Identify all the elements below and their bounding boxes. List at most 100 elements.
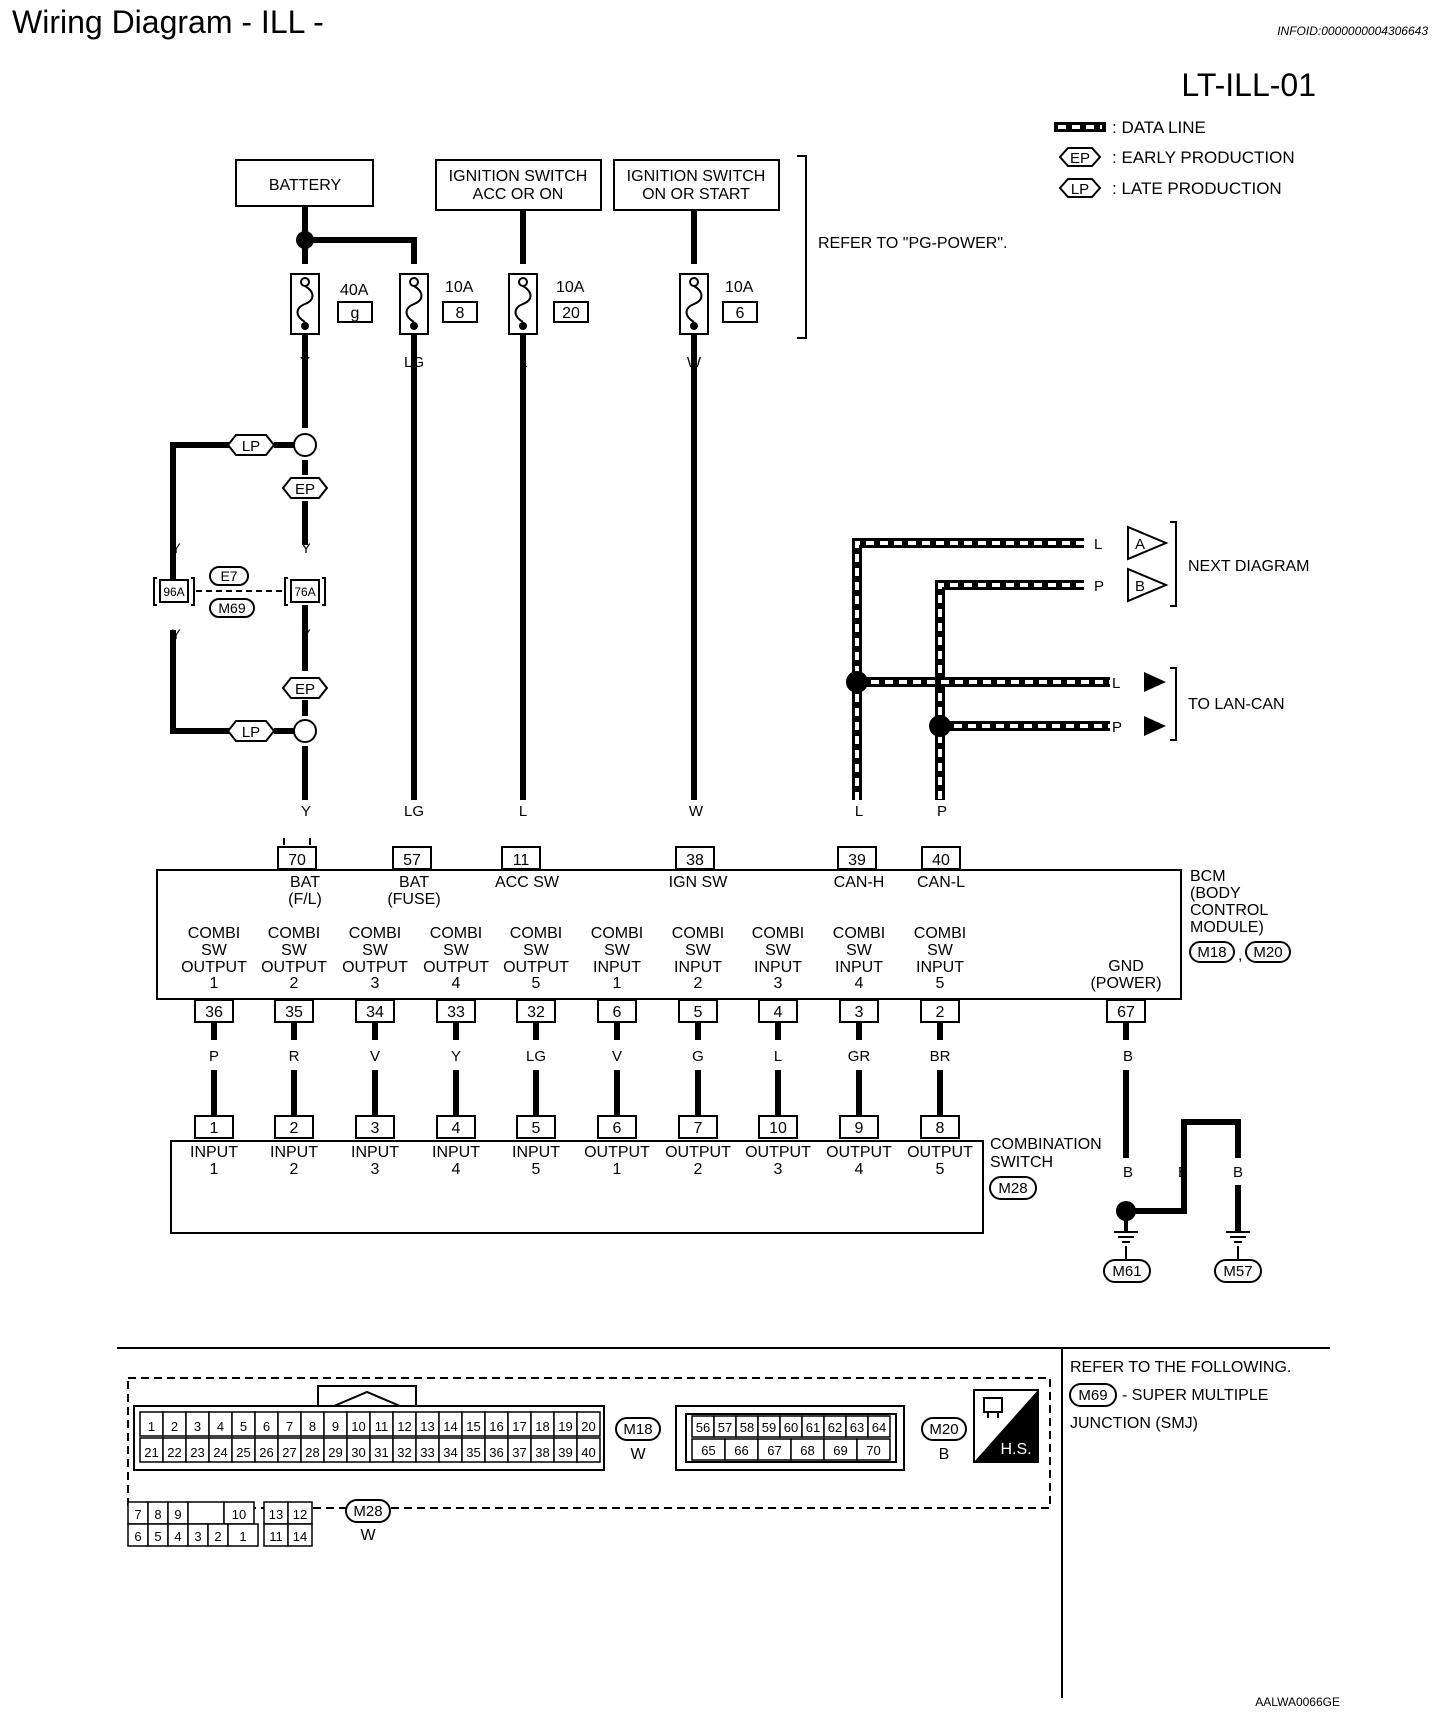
lp-lower-tag [226,720,276,742]
svg-text:1: 1 [210,1120,219,1137]
legend-lp-label: : LATE PRODUCTION [1112,179,1282,198]
pg-power-bracket [797,155,807,339]
svg-text:Y: Y [301,803,311,820]
combi-wires [211,1022,1129,1158]
bcm-bottom-pins: 36 35 34 33 32 6 5 4 3 2 67 [194,999,1146,1023]
svg-text:4: 4 [452,1161,461,1178]
legend-ep-tag: EP [1070,150,1090,167]
m18-pin: 23 [190,1445,204,1460]
svg-text:SWITCH: SWITCH [990,1154,1053,1171]
svg-text:MODULE): MODULE) [1190,919,1264,936]
m18-pin: 15 [466,1419,480,1434]
svg-text:OUTPUT: OUTPUT [907,1144,973,1161]
harness-side-badge: H.S. [973,1389,1039,1463]
bcm-box [156,869,1182,1000]
m18-pin: 38 [535,1445,549,1460]
svg-text:- SUPER MULTIPLE: - SUPER MULTIPLE [1122,1387,1268,1404]
svg-text:COMBI: COMBI [833,925,885,942]
svg-text:COMBI: COMBI [430,925,482,942]
svg-text:ACC OR ON: ACC OR ON [473,186,564,203]
svg-text:SW: SW [685,942,712,959]
m20-pin: 61 [806,1420,820,1435]
m20-pin: 63 [850,1420,864,1435]
svg-text:OUTPUT: OUTPUT [745,1144,811,1161]
svg-text:5: 5 [936,1161,945,1178]
svg-text:SW: SW [443,942,470,959]
m18-pin: 16 [489,1419,503,1434]
svg-text:BAT: BAT [399,874,429,891]
svg-text:SW: SW [281,942,308,959]
svg-text:OUTPUT: OUTPUT [826,1144,892,1161]
m20-pin: 60 [784,1420,798,1435]
fuse-10a-20: 10A 20 [508,273,589,335]
m18-pin: 25 [236,1445,250,1460]
m20-pin: 59 [762,1420,776,1435]
bcm-top-pin-labels: BAT (F/L) BAT (FUSE) ACC SW IGN SW CAN-H… [288,874,965,908]
m18-pin: 3 [194,1419,201,1434]
m28-pin: 1 [239,1529,246,1544]
svg-text:2: 2 [694,975,703,992]
m18-pin: 8 [309,1419,316,1434]
svg-text:M61: M61 [1112,1263,1141,1280]
svg-text:L: L [519,354,527,371]
svg-text:L: L [855,803,863,820]
svg-text:10A: 10A [445,279,474,296]
svg-text:COMBI: COMBI [268,925,320,942]
svg-text:M57: M57 [1223,1263,1252,1280]
legend-lp-tag: LP [1071,181,1089,198]
svg-text:Y: Y [300,354,310,371]
ign-acc-box: IGNITION SWITCH ACC OR ON [435,159,602,211]
ep-hex-icon [1058,147,1102,167]
m20-pin: 68 [800,1443,814,1458]
m18-pin: 24 [213,1445,227,1460]
svg-text:5: 5 [694,1004,703,1021]
m18-pin: 18 [535,1419,549,1434]
svg-text:OUTPUT: OUTPUT [584,1144,650,1161]
m20-pin: 69 [833,1443,847,1458]
conn-76a [290,579,320,603]
lp-hex-icon [1058,178,1102,198]
svg-text:GR: GR [848,1048,871,1065]
svg-text:10: 10 [769,1120,787,1137]
svg-text:INPUT: INPUT [512,1144,560,1161]
svg-text:7: 7 [694,1120,703,1137]
svg-text:96A: 96A [163,585,184,599]
svg-text:BCM: BCM [1190,868,1226,885]
svg-text:SW: SW [927,942,954,959]
can-h-splice-dot [846,671,868,693]
page-title: Wiring Diagram - ILL - [12,4,324,40]
m28-pin-cell [227,1523,259,1547]
svg-text:INPUT: INPUT [190,1144,238,1161]
svg-text:W: W [687,354,702,371]
svg-text:3: 3 [371,1120,380,1137]
m18-pin: 22 [167,1445,181,1460]
svg-text:COMBI: COMBI [349,925,401,942]
svg-text:3: 3 [371,1161,380,1178]
svg-text:INPUT: INPUT [270,1144,318,1161]
m18-pin: 4 [217,1419,224,1434]
svg-text:36: 36 [205,1004,223,1021]
svg-text:A: A [1135,536,1145,553]
svg-text:BR: BR [930,1048,951,1065]
m28-pin: 6 [134,1529,141,1544]
m20-pin: 62 [828,1420,842,1435]
svg-text:CAN-H: CAN-H [834,874,885,891]
svg-text:5: 5 [532,975,541,992]
svg-text:IGNITION SWITCH: IGNITION SWITCH [449,168,588,185]
svg-text:4: 4 [774,1004,783,1021]
ep-upper-tag [281,477,329,499]
m18-pin: 28 [305,1445,319,1460]
m18-pin: 5 [240,1419,247,1434]
m18-pin: 21 [144,1445,158,1460]
svg-text:INPUT: INPUT [835,959,883,976]
can-data-lines [852,538,1110,800]
m18-pin: 31 [374,1445,388,1460]
svg-text:INPUT: INPUT [754,959,802,976]
figure-code: AALWA0066GE [1255,1695,1340,1709]
bcm-title: BCM (BODY CONTROL MODULE) M18 , M20 [1189,868,1291,964]
svg-text:Y: Y [301,626,311,642]
m28-color: W [360,1527,376,1544]
svg-text:35: 35 [285,1004,303,1021]
